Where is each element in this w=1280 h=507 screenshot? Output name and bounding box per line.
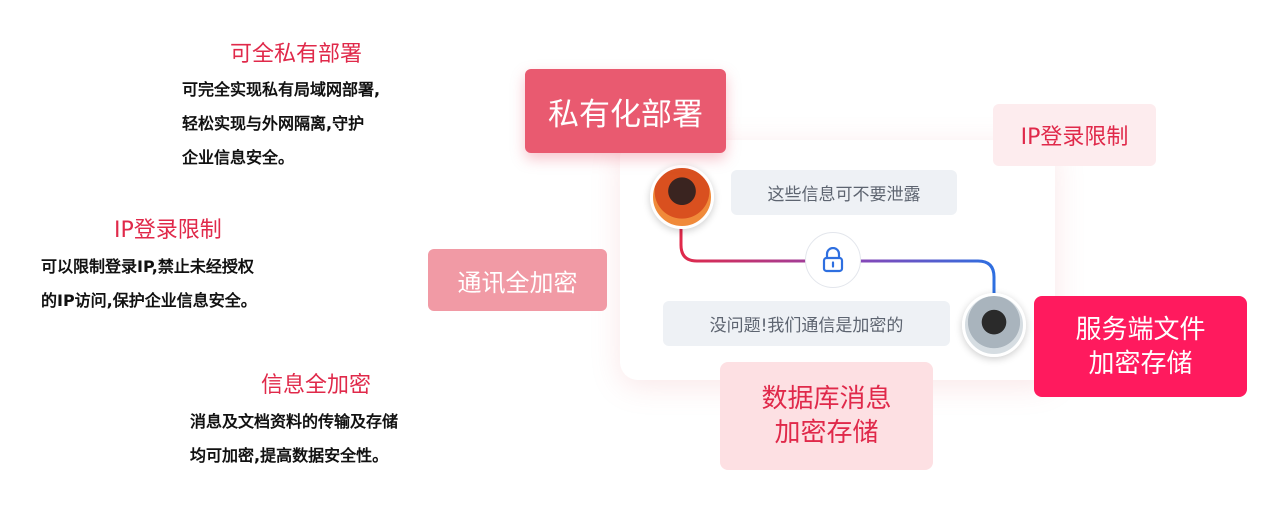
tag-private-deploy: 私有化部署 [525,69,726,153]
chat-bubble-1: 这些信息可不要泄露 [731,170,957,215]
feature-title-ip-limit: IP登录限制 [114,218,222,243]
lock-icon [822,247,844,273]
tag-db-msg-encrypt: 数据库消息 加密存储 [720,362,933,470]
avatar-user-1 [650,165,714,229]
feature-desc-line: 可以限制登录IP,禁止未经授权 [41,257,254,276]
feature-desc-line: 可完全实现私有局域网部署, [182,80,381,99]
feature-title-encrypt: 信息全加密 [261,373,372,398]
lock-badge [805,232,861,288]
tag-server-file-encrypt: 服务端文件 加密存储 [1034,296,1247,397]
feature-desc-line: 均可加密,提高数据安全性。 [190,446,389,465]
tag-ip-limit: IP登录限制 [993,104,1156,166]
tag-comm-encrypt: 通讯全加密 [428,249,607,311]
feature-desc-ip-limit: 可以限制登录IP,禁止未经授权 的IP访问,保护企业信息安全。 [41,250,257,318]
feature-desc-private-deploy: 可完全实现私有局域网部署, 轻松实现与外网隔离,守护 企业信息安全。 [182,73,380,175]
tag-line: 加密存储 [774,418,879,448]
tag-line: 加密存储 [1088,348,1193,379]
chat-bubble-2: 没问题!我们通信是加密的 [663,301,950,346]
feature-desc-line: 轻松实现与外网隔离,守护 [182,114,365,133]
feature-title-private-deploy: 可全私有部署 [230,42,363,67]
feature-desc-line: 企业信息安全。 [182,148,295,167]
feature-desc-encrypt: 消息及文档资料的传输及存储 均可加密,提高数据安全性。 [190,405,398,473]
feature-desc-line: 的IP访问,保护企业信息安全。 [41,291,257,310]
tag-line: 数据库消息 [761,384,892,414]
feature-desc-line: 消息及文档资料的传输及存储 [190,412,399,431]
avatar-user-2 [962,293,1026,357]
tag-line: 服务端文件 [1075,314,1206,345]
